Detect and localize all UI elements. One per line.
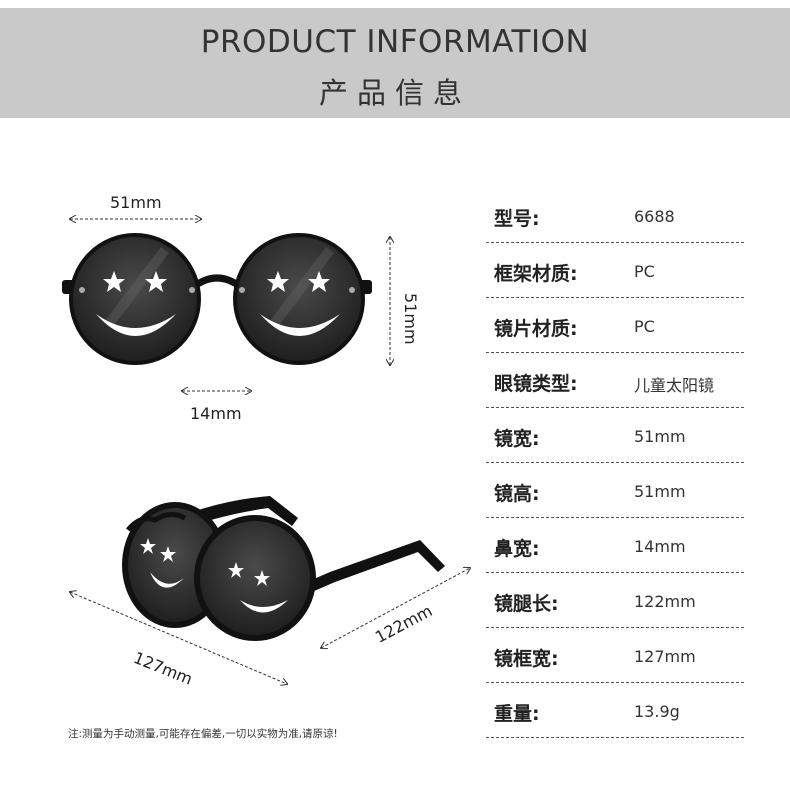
spec-value: 13.9g [634,702,680,721]
spec-row-temple-length: 镜腿长: 122mm [486,573,744,628]
spec-value: 儿童太阳镜 [634,376,715,395]
front-view-glasses [62,233,372,365]
banner-title-en: PRODUCT INFORMATION [200,24,590,60]
spec-label: 眼镜类型: [494,373,578,395]
banner-title-zh: 产品信息 [318,76,471,110]
bridge-label: 14mm [190,404,242,423]
spec-label: 镜腿长: [494,593,559,615]
spec-label: 镜高: [494,483,540,505]
spec-value: 14mm [634,537,686,556]
spec-row-lens-material: 镜片材质: PC [486,298,744,353]
spec-label: 镜宽: [494,428,540,450]
lens-width-label: 51mm [110,193,162,212]
spec-value: 51mm [634,427,686,446]
spec-label: 框架材质: [494,263,578,285]
spec-value: 51mm [634,482,686,501]
measurement-note: 注:测量为手动测量,可能存在偏差,一切以实物为准,请原谅! [68,728,338,740]
spec-label: 镜片材质: [494,318,578,340]
spec-label: 镜框宽: [494,648,559,670]
spec-row-bridge-width: 鼻宽: 14mm [486,518,744,573]
spec-value: PC [634,262,655,281]
spec-row-model: 型号: 6688 [486,188,744,243]
spec-row-glasses-type: 眼镜类型: 儿童太阳镜 [486,353,744,408]
spec-row-weight: 重量: 13.9g [486,683,744,738]
spec-value: 127mm [634,647,696,666]
header-banner [0,8,790,118]
spec-row-frame-width: 镜框宽: 127mm [486,628,744,683]
spec-label: 型号: [494,208,540,230]
spec-row-lens-width: 镜宽: 51mm [486,408,744,463]
spec-table: 型号: 6688 框架材质: PC 镜片材质: PC 眼镜类型: 儿童太阳镜 镜… [486,188,744,738]
spec-value: 122mm [634,592,696,611]
spec-row-lens-height: 镜高: 51mm [486,463,744,518]
spec-row-frame-material: 框架材质: PC [486,243,744,298]
lens-height-label: 51mm [401,293,420,345]
spec-value: 6688 [634,207,675,226]
spec-label: 鼻宽: [494,538,540,560]
spec-value: PC [634,317,655,336]
spec-label: 重量: [494,703,540,725]
